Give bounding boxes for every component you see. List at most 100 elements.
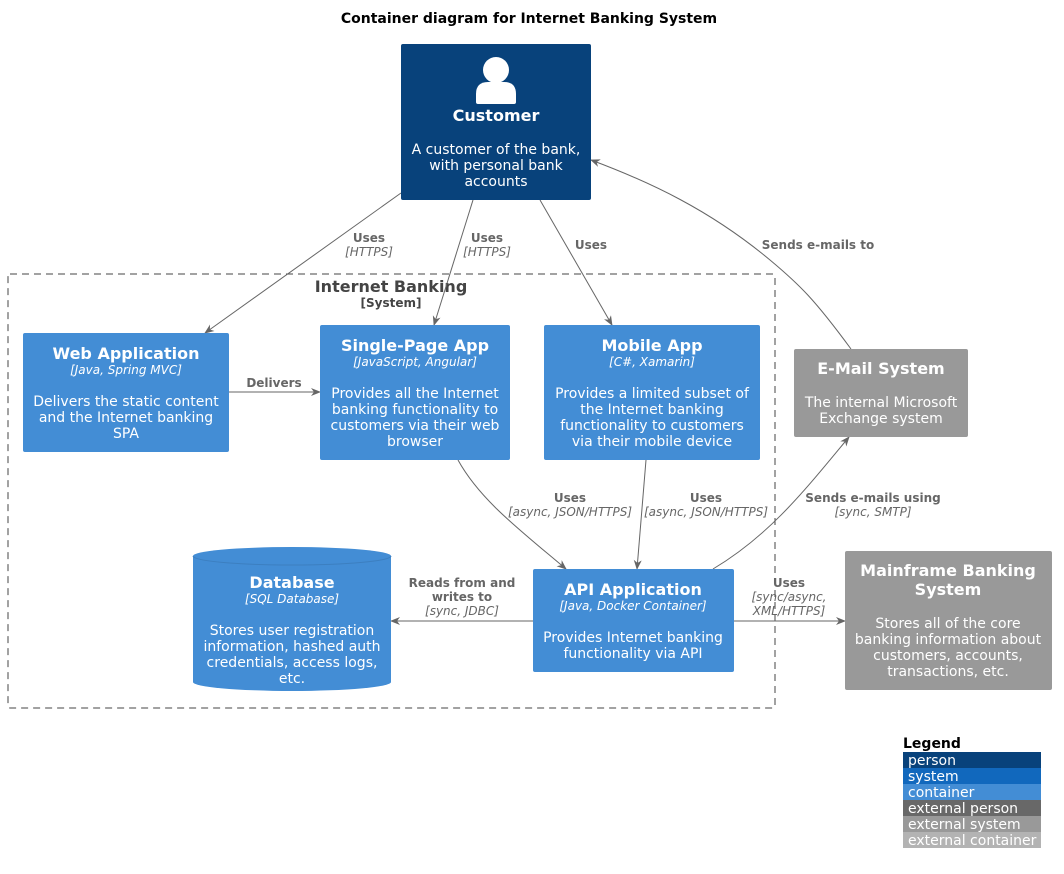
edge-label-customer-spa: Uses [471,231,503,245]
boundary-subtitle: [System] [361,296,422,310]
edge-tech-mobile-api: [async, JSON/HTTPS] [644,505,768,519]
single-page-app-desc-2: banking functionality to [332,402,498,418]
web-application-desc-2: and the Internet banking [39,410,213,426]
mobile-app-tech: [C#, Xamarin] [609,355,695,369]
internet-banking-boundary: Internet Banking [System] [7,273,776,709]
api-application-box [533,569,734,672]
edge-label-api-email: Sends e-mails using [805,491,940,505]
edge-customer-mobile[interactable] [539,199,613,326]
edge-tech-api-email: [sync, SMTP] [834,505,911,519]
mobile-app-node[interactable]: Mobile App [C#, Xamarin] Provides a limi… [544,325,760,460]
api-application-node[interactable]: API Application [Java, Docker Container]… [533,569,734,672]
web-application-node[interactable]: Web Application [Java, Spring MVC] Deliv… [23,333,229,452]
customer-desc-1: A customer of the bank, [412,142,581,158]
legend-label-container: container [908,785,975,801]
edge-label-api-database-1: Reads from and [409,576,516,590]
legend-swatch-external-container [903,832,1041,848]
legend-swatch-system [903,768,1041,784]
edge-label-customer-mobile: Uses [575,238,607,252]
edge-mobile-api[interactable] [633,459,647,570]
database-cylinder [193,547,391,691]
mainframe-desc-4: transactions, etc. [887,664,1009,680]
edge-customer-spa[interactable] [432,199,474,326]
edge-label-customer-webapp: Uses [353,231,385,245]
database-node[interactable]: Database [SQL Database] Stores user regi… [192,547,392,691]
single-page-app-tech: [JavaScript, Angular] [353,355,477,369]
edge-customer-webapp[interactable] [204,192,402,334]
relationships [204,159,852,625]
legend-swatch-container [903,784,1041,800]
edge-label-spa-api: Uses [554,491,586,505]
edge-tech-spa-api: [async, JSON/HTTPS] [508,505,632,519]
legend-swatch-external-system [903,816,1041,832]
web-application-desc-3: SPA [113,426,139,442]
single-page-app-desc-1: Provides all the Internet [331,386,499,402]
legend-label-system: system [908,769,959,785]
database-desc-1: Stores user registration [210,623,375,639]
edge-label-email-customer: Sends e-mails to [762,238,874,252]
mainframe-title-1: Mainframe Banking [860,561,1036,580]
relationship-labels: Uses [HTTPS] Uses [HTTPS] Uses Sends e-m… [246,231,940,618]
legend-title: Legend [903,736,961,752]
edge-label-api-mainframe: Uses [773,576,805,590]
web-application-title: Web Application [52,344,199,363]
mainframe-desc-2: banking information about [855,632,1042,648]
diagram-title: Container diagram for Internet Banking S… [341,11,717,27]
mobile-app-desc-2: the Internet banking [580,402,724,418]
legend-label-external-container: external container [908,833,1037,849]
database-desc-3: credentials, access logs, [207,655,378,671]
single-page-app-desc-3: customers via their web [331,418,500,434]
customer-box [401,44,591,200]
legend-label-external-system: external system [908,817,1021,833]
email-system-title: E-Mail System [817,359,944,378]
edge-label-api-database-2: writes to [432,590,492,604]
edge-tech-customer-spa: [HTTPS] [463,245,511,259]
legend-label-external-person: external person [908,801,1018,817]
database-cylinder-rim [192,555,392,566]
single-page-app-node[interactable]: Single-Page App [JavaScript, Angular] Pr… [320,325,510,460]
mobile-app-desc-1: Provides a limited subset of [555,386,750,402]
legend: Legend person system container external … [903,736,1041,849]
edge-tech-api-database: [sync, JDBC] [425,604,499,618]
email-system-desc-1: The internal Microsoft [804,395,958,411]
edge-api-email[interactable] [712,436,850,570]
edge-label-webapp-spa: Delivers [246,376,301,390]
web-application-box [23,333,229,452]
customer-desc-3: accounts [464,174,527,190]
edge-tech-api-mainframe-2: XML/HTTPS] [752,604,826,618]
email-system-node[interactable]: E-Mail System The internal Microsoft Exc… [794,349,968,437]
single-page-app-box [320,325,510,460]
single-page-app-desc-4: browser [387,434,443,450]
mainframe-box [845,551,1052,690]
api-application-desc-1: Provides Internet banking [543,630,723,646]
api-application-tech: [Java, Docker Container] [559,599,707,613]
legend-swatch-external-person [903,800,1041,816]
edge-email-customer[interactable] [590,159,852,350]
edge-spa-api[interactable] [457,459,567,570]
customer-desc-2: with personal bank [429,158,563,174]
mainframe-title-2: System [915,580,982,599]
database-tech: [SQL Database] [245,592,340,606]
email-system-box [794,349,968,437]
web-application-tech: [Java, Spring MVC] [70,363,182,377]
customer-node[interactable]: Customer A customer of the bank, with pe… [401,44,591,200]
boundary-title: Internet Banking [315,277,468,296]
mainframe-desc-3: customers, accounts, [873,648,1023,664]
database-desc-4: etc. [279,671,305,687]
edge-tech-customer-webapp: [HTTPS] [345,245,393,259]
mobile-app-desc-4: via their mobile device [572,434,732,450]
mainframe-desc-1: Stores all of the core [875,616,1020,632]
mainframe-banking-system-node[interactable]: Mainframe Banking System Stores all of t… [845,551,1052,690]
legend-swatch-person [903,752,1041,768]
web-application-desc-1: Delivers the static content [33,394,219,410]
database-desc-2: information, hashed auth [203,639,380,655]
api-application-desc-2: functionality via API [563,646,702,662]
single-page-app-title: Single-Page App [341,336,489,355]
legend-label-person: person [908,753,956,769]
mobile-app-title: Mobile App [601,336,702,355]
mobile-app-desc-3: functionality to customers [560,418,744,434]
person-icon [476,57,516,104]
edge-tech-api-mainframe-1: [sync/async, [751,590,826,604]
mobile-app-box [544,325,760,460]
